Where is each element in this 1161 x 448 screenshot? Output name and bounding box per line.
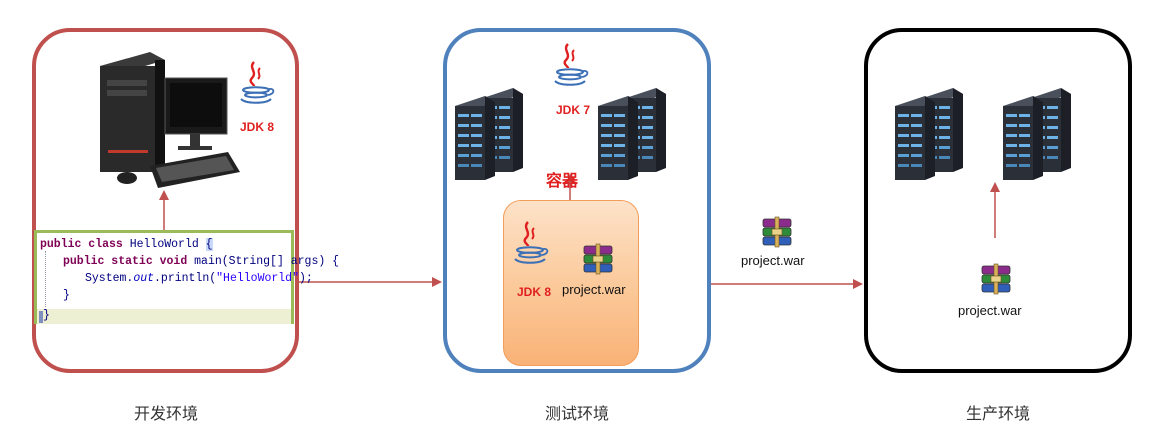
code-cursor bbox=[39, 311, 43, 323]
container-war-icon bbox=[583, 243, 613, 275]
dev-environment-frame bbox=[32, 28, 299, 373]
indent-guide bbox=[45, 251, 46, 307]
test-java-logo-icon bbox=[553, 42, 589, 86]
transfer-war-icon bbox=[762, 216, 792, 248]
code-line-4: } bbox=[63, 289, 70, 302]
code-text: ); bbox=[298, 272, 313, 285]
code-line-3: System.out.println("HelloWorld"); bbox=[85, 272, 313, 286]
code-keyword: public static void bbox=[63, 255, 188, 268]
container-jdk-label: JDK 8 bbox=[517, 285, 552, 299]
code-keyword: public class bbox=[40, 238, 123, 251]
prod-server-right-icon bbox=[1003, 88, 1071, 180]
prod-environment-label: 生产环境 bbox=[965, 406, 1030, 423]
code-line-5: } bbox=[43, 309, 50, 322]
dev-java-logo-icon bbox=[239, 60, 275, 104]
container-war-label: project.war bbox=[562, 282, 626, 297]
desktop-computer-icon bbox=[100, 52, 240, 188]
dev-environment-label: 开发环境 bbox=[133, 406, 198, 423]
prod-war-icon bbox=[981, 263, 1011, 295]
code-text: HelloWorld bbox=[122, 238, 206, 251]
code-text: main(String[] args) { bbox=[187, 255, 340, 268]
test-server-left-icon bbox=[455, 88, 523, 180]
prod-war-label: project.war bbox=[958, 303, 1022, 318]
code-snippet-panel: public class HelloWorld { public static … bbox=[34, 230, 339, 324]
code-field: out bbox=[133, 272, 155, 285]
code-current-line bbox=[37, 309, 291, 324]
test-server-right-icon bbox=[598, 88, 666, 180]
code-string: "HelloWorld" bbox=[216, 272, 299, 285]
dev-jdk-label: JDK 8 bbox=[240, 120, 275, 134]
code-line-1: public class HelloWorld { bbox=[40, 238, 213, 252]
code-text: System. bbox=[85, 272, 134, 285]
container-java-logo-icon bbox=[513, 220, 549, 264]
test-jdk-label: JDK 7 bbox=[556, 103, 591, 117]
code-line-2: public static void main(String[] args) { bbox=[63, 255, 339, 269]
code-text: .println( bbox=[154, 272, 217, 285]
prod-server-left-icon bbox=[895, 88, 963, 180]
container-label: 容器 bbox=[546, 171, 579, 190]
test-environment-frame bbox=[443, 28, 711, 373]
transfer-war-label: project.war bbox=[741, 253, 805, 268]
code-brace: { bbox=[205, 238, 213, 251]
prod-environment-frame bbox=[864, 28, 1132, 373]
test-environment-label: 测试环境 bbox=[544, 406, 609, 423]
